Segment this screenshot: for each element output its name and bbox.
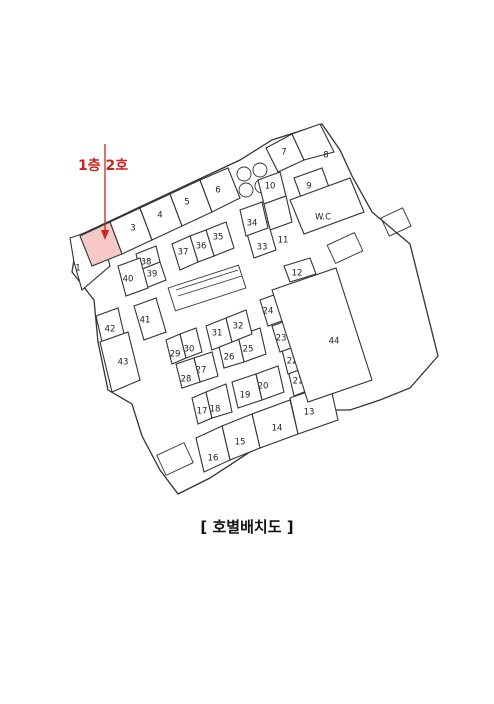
unit-18 <box>205 383 233 419</box>
unit-label-7: 7 <box>281 148 286 158</box>
unit-34 <box>239 201 269 237</box>
unit-32 <box>225 309 253 343</box>
unit-label-40: 40 <box>123 275 134 285</box>
unit-label-43: 43 <box>118 358 129 368</box>
unit-16 <box>195 425 231 473</box>
unit-label-1: 1 <box>75 264 80 274</box>
unit-label-13: 13 <box>304 408 315 418</box>
unit-label-32: 32 <box>233 322 244 332</box>
unit-20 <box>255 365 285 401</box>
unit-30 <box>179 327 203 359</box>
unit-label-8: 8 <box>323 151 328 161</box>
unit-label-26: 26 <box>224 353 235 363</box>
unit-label-10: 10 <box>265 182 276 192</box>
unit-28 <box>175 357 201 389</box>
unit-2-highlighted <box>79 221 123 267</box>
unit-label-23: 23 <box>276 334 287 344</box>
escalator-center <box>167 264 247 312</box>
unit-label-30: 30 <box>184 345 195 355</box>
unit-label-44: 44 <box>329 337 340 347</box>
unit-8 <box>291 123 335 161</box>
unit-label-11: 11 <box>278 236 289 246</box>
map-caption: [ 호별배치도 ] <box>200 518 294 536</box>
unit-label-41: 41 <box>140 316 151 326</box>
unit-label-19: 19 <box>240 391 251 401</box>
unit-label-9: 9 <box>306 182 311 192</box>
unit-label-16: 16 <box>208 454 219 464</box>
unit-44 <box>271 267 373 403</box>
unit-12 <box>283 257 317 283</box>
stairs-right-top <box>326 207 412 265</box>
unit-label-14: 14 <box>272 424 283 434</box>
unit-label-6: 6 <box>215 186 220 196</box>
unit-label-17: 17 <box>197 407 208 417</box>
unit-label-38: 38 <box>141 258 152 268</box>
unit-label-20: 20 <box>258 382 269 392</box>
unit-41 <box>133 297 167 341</box>
annotation-arrow-head <box>101 230 109 240</box>
unit-label-34: 34 <box>247 219 258 229</box>
unit-label-4: 4 <box>157 211 162 221</box>
restroom-label: W.C <box>315 213 331 223</box>
stairs-left-bottom <box>156 442 194 476</box>
unit-label-15: 15 <box>235 438 246 448</box>
unit-label-18: 18 <box>210 405 221 415</box>
unit-6 <box>199 167 241 213</box>
unit-label-22: 22 <box>287 357 298 367</box>
unit-label-37: 37 <box>178 248 189 258</box>
unit-label-31: 31 <box>212 329 223 339</box>
unit-label-12: 12 <box>292 269 303 279</box>
unit-label-33: 33 <box>257 243 268 253</box>
unit-label-28: 28 <box>181 375 192 385</box>
unit-label-42: 42 <box>105 325 116 335</box>
unit-label-24: 24 <box>263 307 274 317</box>
annotation-floor-unit: 1층 2호 <box>78 158 128 174</box>
unit-37 <box>171 235 199 271</box>
unit-label-5: 5 <box>184 198 189 208</box>
unit-label-35: 35 <box>213 233 224 243</box>
unit-label-25: 25 <box>243 345 254 355</box>
unit-label-3: 3 <box>130 224 135 234</box>
unit-label-21: 21 <box>293 377 304 387</box>
unit-40 <box>117 257 149 297</box>
unit-43 <box>99 331 141 393</box>
unit-label-29: 29 <box>170 350 181 360</box>
unit-label-36: 36 <box>196 242 207 252</box>
unit-label-27: 27 <box>196 366 207 376</box>
unit-label-39: 39 <box>147 270 158 280</box>
restroom <box>289 177 365 235</box>
unit-11 <box>263 195 293 231</box>
